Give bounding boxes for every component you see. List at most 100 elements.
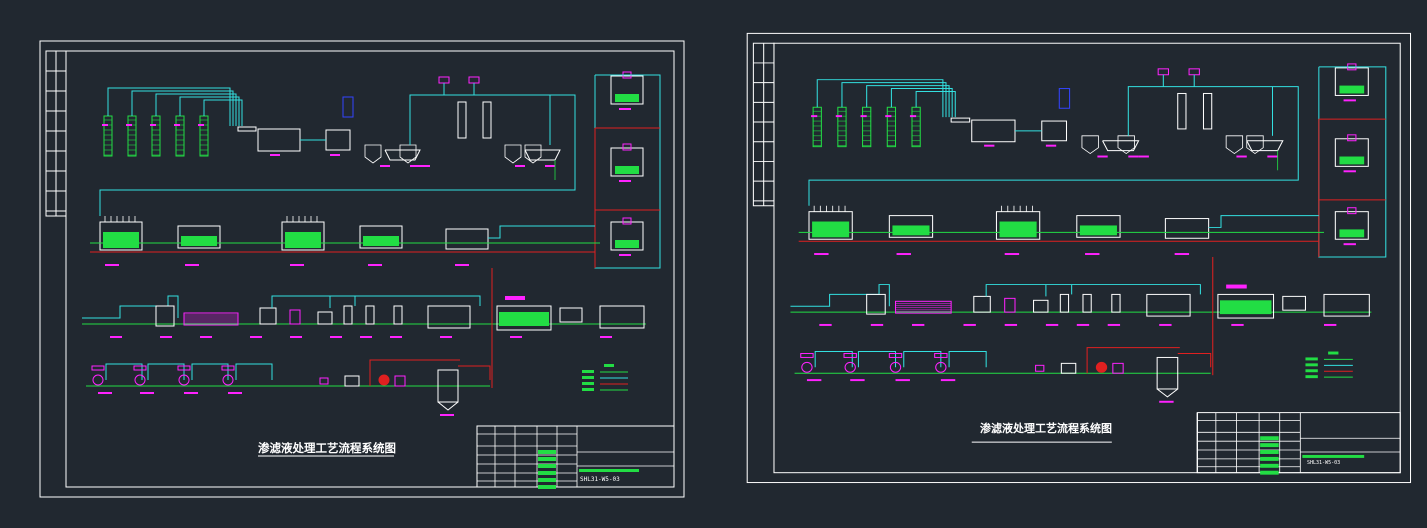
equipment-tag <box>1004 323 1018 326</box>
membrane-unit <box>995 211 1041 240</box>
equipment-tag <box>1107 323 1121 326</box>
equipment-box <box>1282 295 1306 311</box>
clarifier <box>524 149 561 161</box>
equipment-box <box>866 293 886 315</box>
equipment-tag <box>1128 155 1139 158</box>
storage-tank <box>1334 67 1369 96</box>
pipe-line <box>271 295 481 308</box>
vessel-column <box>1082 293 1092 313</box>
pump-tag <box>91 365 105 371</box>
red-pipe <box>1177 353 1212 368</box>
equipment-tag <box>870 323 884 326</box>
equipment-tag <box>440 414 454 416</box>
equipment-tag <box>380 165 390 167</box>
equipment-tag <box>140 392 154 394</box>
equipment-tag <box>510 336 522 338</box>
equipment-tag <box>330 154 340 156</box>
equipment-tag <box>198 124 204 126</box>
feed-pipe <box>841 82 947 118</box>
sheet-outer-border <box>39 40 685 498</box>
equipment-tag <box>619 180 631 182</box>
vessel-column <box>1177 92 1187 130</box>
pump-icon <box>935 361 947 373</box>
pipe-line <box>82 295 179 319</box>
equipment-tag <box>200 336 212 338</box>
title-block-signature <box>1260 463 1279 468</box>
equipment-tag <box>860 115 867 118</box>
drawing-number-left: SHL31-W5-03 <box>580 476 620 483</box>
pipe-line <box>948 351 987 368</box>
vessel-column <box>1059 293 1070 313</box>
equipment-tag <box>1004 253 1020 256</box>
title-block-signature <box>538 471 556 475</box>
vessel-column <box>393 305 403 325</box>
equipment-tag <box>1159 400 1174 403</box>
equipment-tag <box>1097 155 1108 158</box>
equipment-tag <box>184 392 198 394</box>
pipe-line <box>147 363 185 380</box>
pump-tag <box>888 353 903 358</box>
title-block-signature <box>538 450 556 454</box>
membrane-bank <box>103 232 139 248</box>
legend-swatch <box>582 388 594 391</box>
equipment-box <box>559 307 583 323</box>
equipment-tag <box>1085 253 1100 256</box>
biochemical-tank <box>496 305 552 331</box>
membrane-bank <box>812 221 850 238</box>
pump-icon <box>178 374 190 386</box>
equipment-tag <box>984 144 995 147</box>
pump-tag <box>800 353 814 358</box>
dosing-unit <box>1157 68 1169 76</box>
equalization-tank <box>257 128 301 152</box>
equipment-tag <box>619 254 631 256</box>
dosing-unit <box>438 76 450 84</box>
equipment-tag <box>150 124 156 126</box>
equipment-tag <box>1343 170 1356 173</box>
title-block <box>1196 412 1401 474</box>
feed-pipe <box>890 88 953 118</box>
feed-pipe <box>107 87 231 126</box>
title-block-signature <box>538 478 556 482</box>
equipment-tag <box>895 379 910 382</box>
vessel-column <box>343 305 353 325</box>
storage-tank <box>610 75 644 105</box>
title-block-signature <box>538 485 556 489</box>
equipment-tag <box>811 115 818 118</box>
tank-dosing <box>1347 134 1357 142</box>
equipment-tag <box>1159 323 1172 326</box>
clarifier <box>1102 140 1140 152</box>
storage-tank <box>610 221 644 251</box>
pipe-line <box>857 351 897 368</box>
vessel-column <box>365 305 375 325</box>
equipment-box <box>344 375 360 387</box>
equipment-tag <box>185 264 199 266</box>
equipment-tag <box>1343 99 1356 102</box>
equipment-tag <box>885 115 892 118</box>
pipe-line <box>903 351 942 368</box>
pump-icon <box>378 374 390 386</box>
equipment-tag <box>102 124 108 126</box>
header-pipe <box>237 126 257 132</box>
feed-pipe <box>131 90 234 126</box>
tank-liquid <box>1339 229 1365 238</box>
pipe-line <box>1208 215 1319 228</box>
feed-pipe <box>179 96 240 126</box>
pump-icon <box>1095 361 1108 373</box>
equipment-tag <box>1076 323 1090 326</box>
feed-pipe <box>203 99 243 126</box>
sludge-tank <box>437 369 459 403</box>
title-block-signature <box>538 464 556 468</box>
storage-tank <box>610 147 644 177</box>
title-block-signature <box>1260 436 1279 441</box>
legend-swatch <box>1305 369 1318 373</box>
vessel-column <box>482 101 492 139</box>
equipment-tag <box>940 379 956 382</box>
feed-pipe <box>866 85 950 118</box>
equipment-tag <box>814 253 829 256</box>
equipment-box <box>259 307 277 325</box>
legend-swatch <box>1305 375 1318 379</box>
equipment-box <box>155 305 175 327</box>
equipment-tag <box>330 336 342 338</box>
membrane-unit <box>281 221 325 251</box>
